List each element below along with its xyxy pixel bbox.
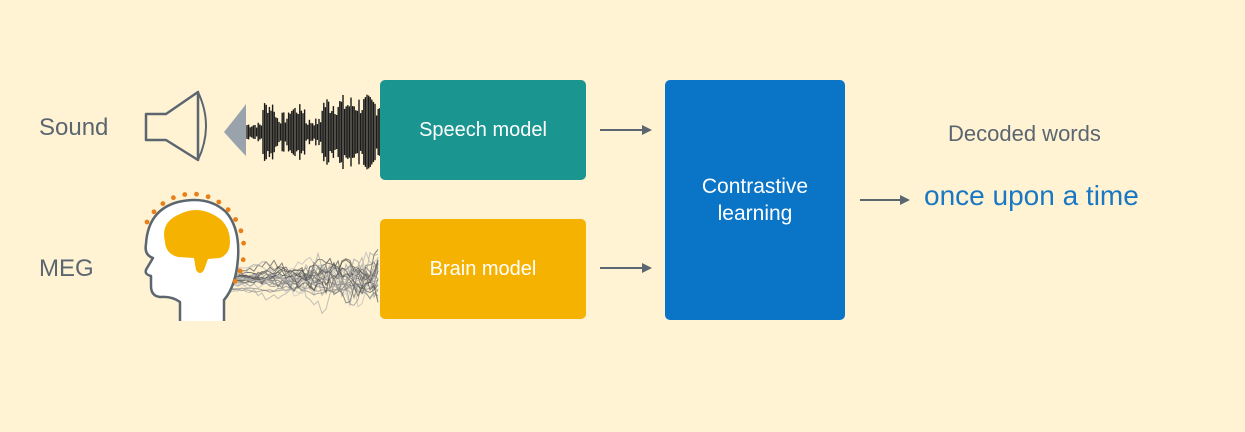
speech-model-label: Speech model <box>419 119 547 141</box>
sensor-dot <box>233 217 239 222</box>
arrow-brain-to-learning <box>600 263 652 273</box>
meg-trace <box>217 260 379 308</box>
sensor-dot <box>241 240 247 246</box>
speaker-icon <box>144 90 207 162</box>
meg-trace <box>217 260 379 290</box>
sensor-dot <box>144 219 150 225</box>
brain-model-box: Brain model <box>380 219 586 319</box>
sound-label: Sound <box>39 114 109 141</box>
sensor-dot <box>238 228 244 234</box>
meg-signal-traces <box>217 249 379 315</box>
sensor-dot <box>225 207 231 213</box>
meg-label: MEG <box>39 255 94 282</box>
arrow-learning-to-output <box>860 195 910 205</box>
sound-waveform <box>224 94 381 170</box>
contrastive-learning-box: Contrastive learning <box>665 80 845 320</box>
head-icon <box>144 191 247 321</box>
contrastive-learning-label: Contrastive learning <box>701 174 809 225</box>
meg-trace <box>217 268 379 288</box>
meg-trace <box>217 262 379 306</box>
speech-model-box: Speech model <box>380 80 586 180</box>
sensor-dot <box>194 191 199 197</box>
sensor-dot <box>182 192 188 197</box>
sensor-dot <box>160 201 166 207</box>
meg-trace <box>218 283 379 294</box>
meg-trace <box>217 259 379 298</box>
arrow-speech-to-learning <box>600 125 652 135</box>
sensor-dot <box>205 194 211 200</box>
meg-trace <box>218 258 379 303</box>
decoded-words-text: once upon a time <box>924 180 1139 211</box>
sensor-dot <box>240 257 246 263</box>
sensor-dot <box>151 209 157 215</box>
decoded-words-title: Decoded words <box>948 121 1101 146</box>
sensor-dot <box>237 268 243 274</box>
meg-trace <box>217 250 379 278</box>
sensor-dots <box>144 191 247 284</box>
brain-model-label: Brain model <box>429 258 537 280</box>
brain-icon <box>164 210 230 273</box>
sensor-dot <box>232 278 238 284</box>
sensor-dot <box>216 199 222 205</box>
sensor-dot <box>171 195 176 201</box>
